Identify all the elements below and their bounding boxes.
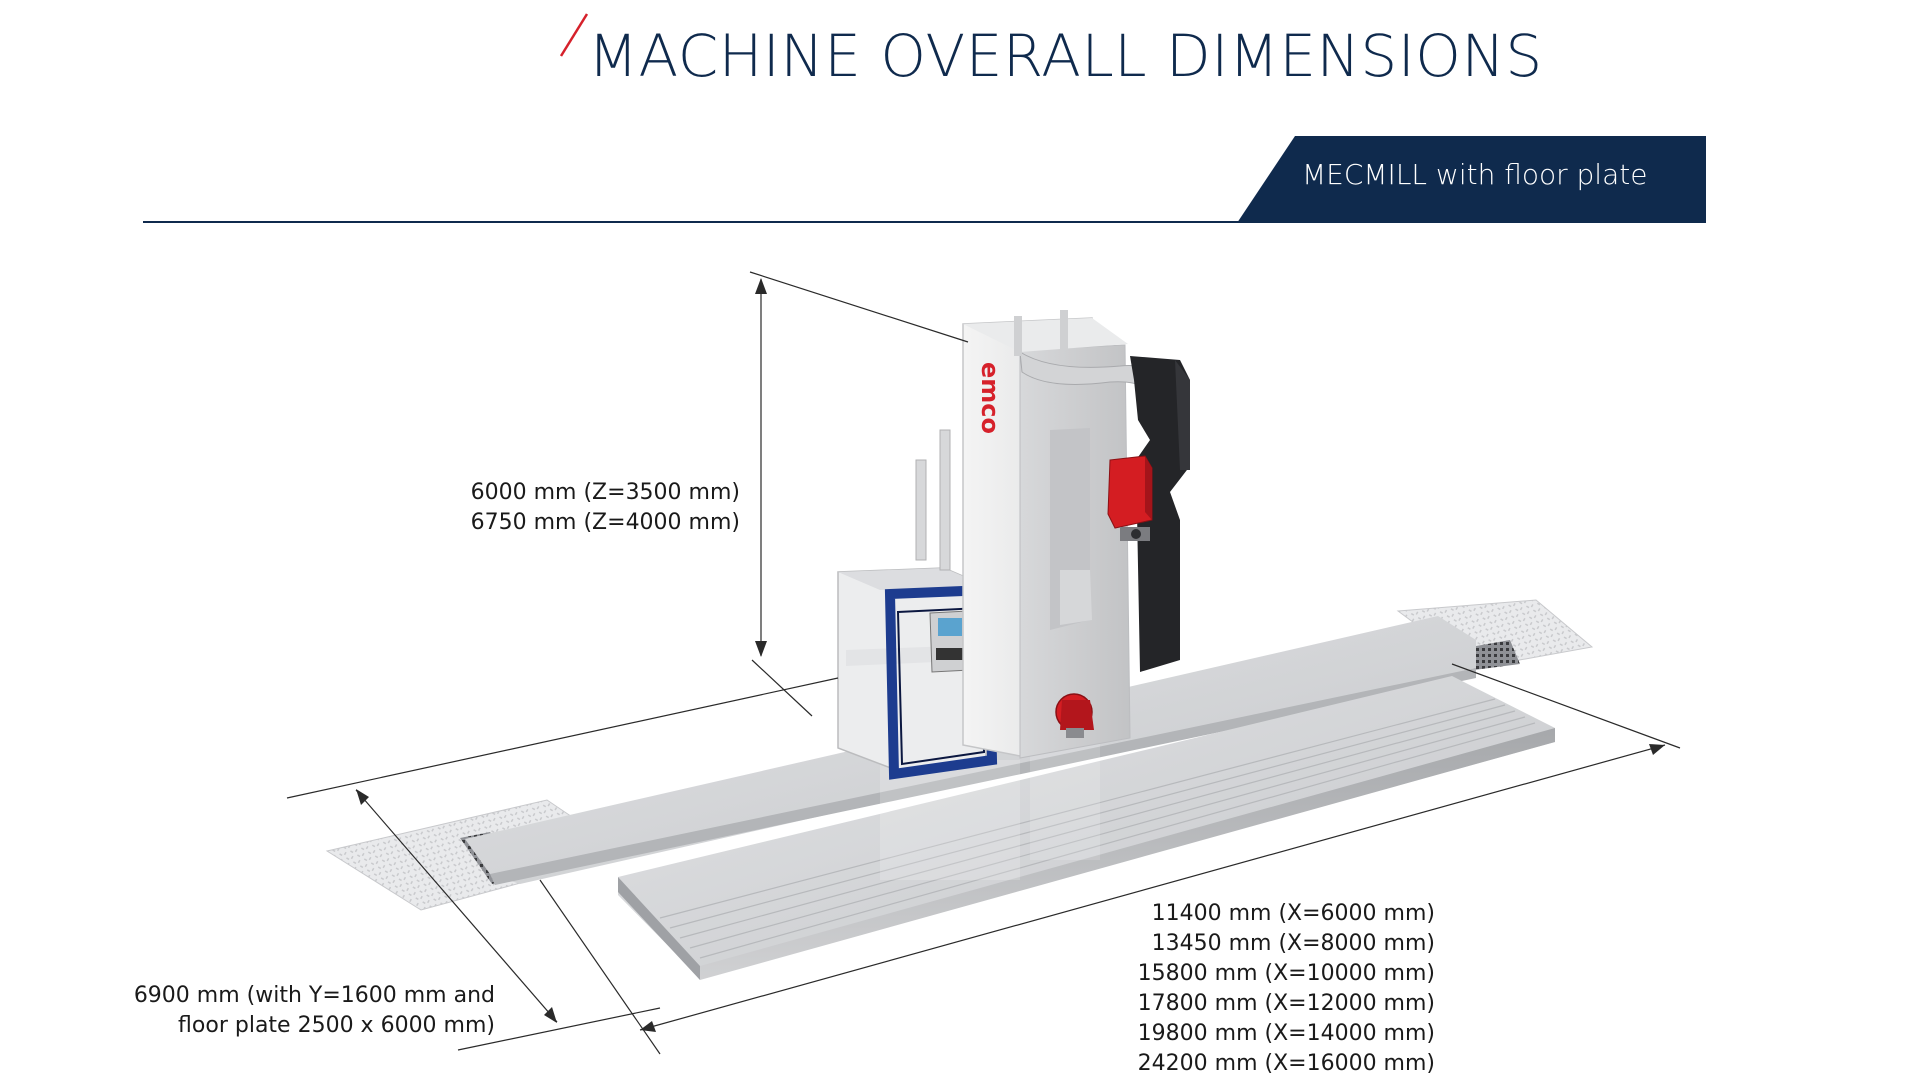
ram-housing	[1130, 356, 1190, 672]
page-title: MACHINE OVERALL DIMENSIONS	[588, 22, 1543, 90]
length-line: 11400 mm (X=6000 mm)	[1151, 901, 1435, 926]
height-line: 6750 mm (Z=4000 mm)	[470, 510, 740, 535]
variant-label: MECMILL with floor plate	[1302, 158, 1648, 191]
length-line: 19800 mm (X=14000 mm)	[1137, 1021, 1435, 1046]
title-slash-accent	[559, 13, 589, 57]
length-line: 15800 mm (X=10000 mm)	[1137, 961, 1435, 986]
dimension-arrows	[356, 278, 1665, 1032]
width-line: 6900 mm (with Y=1600 mm and	[133, 983, 495, 1008]
length-line: 24200 mm (X=16000 mm)	[1137, 1051, 1435, 1076]
dimension-lines	[286, 271, 1681, 1055]
height-line: 6000 mm (Z=3500 mm)	[470, 480, 740, 505]
machine-bed	[618, 676, 1555, 980]
header-rule	[143, 221, 1303, 223]
rear-grating-right	[1465, 640, 1520, 670]
emco-logo: emco	[976, 362, 1004, 434]
width-line: floor plate 2500 x 6000 mm)	[178, 1013, 495, 1038]
rotary-head	[1055, 693, 1094, 738]
length-line: 17800 mm (X=12000 mm)	[1137, 991, 1435, 1016]
length-line: 13450 mm (X=8000 mm)	[1151, 931, 1435, 956]
length-dimension-label: 11400 mm (X=6000 mm) 13450 mm (X=8000 mm…	[1115, 899, 1435, 1079]
height-dimension-label: 6000 mm (Z=3500 mm) 6750 mm (Z=4000 mm)	[470, 478, 740, 538]
width-dimension-label: 6900 mm (with Y=1600 mm and floor plate …	[130, 981, 495, 1041]
machine-column	[915, 310, 1159, 759]
spindle-head	[1107, 455, 1153, 541]
operator-platform	[837, 567, 998, 780]
variant-banner	[1237, 136, 1706, 223]
